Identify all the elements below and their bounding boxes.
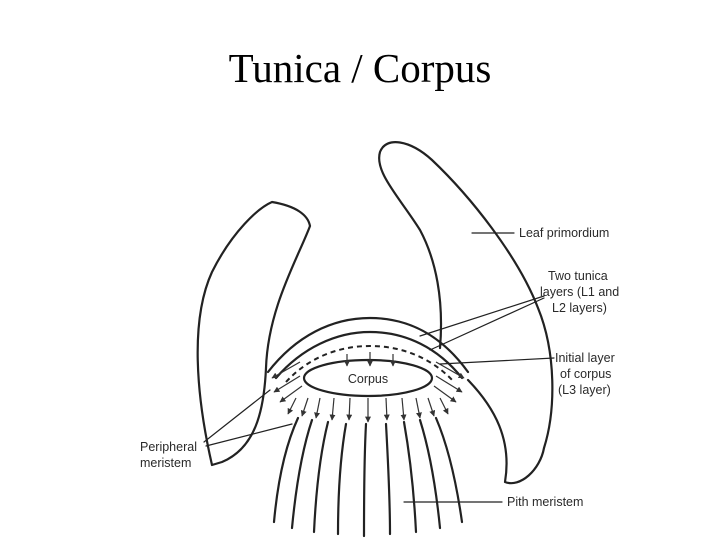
peripheral-arrow (271, 361, 301, 379)
down-arrow (287, 397, 297, 415)
initial-layer-l3 (285, 344, 455, 383)
tunica-layer-l2 (274, 330, 464, 380)
peripheral-arrow (279, 385, 303, 403)
peripheral-arrow (273, 375, 301, 393)
leader-peripheral-1 (203, 389, 271, 443)
peripheral-arrow (433, 385, 457, 403)
down-arrow (300, 397, 309, 417)
down-arrow (346, 397, 353, 421)
leader-peripheral-2 (205, 423, 293, 447)
leader-tunica-1 (419, 295, 545, 337)
corpus-label: Corpus (348, 372, 388, 386)
down-arrow (383, 397, 390, 421)
slide-title: Tunica / Corpus (228, 45, 492, 91)
right-leaf-primordium (378, 141, 554, 485)
corpus-oval (302, 358, 434, 398)
label-initial-line2: of corpus (560, 367, 611, 381)
label-initial-line1: Initial layer (555, 351, 615, 365)
down-arrow (314, 397, 321, 419)
label-tunica-line2: layers (L1 and (540, 285, 619, 299)
label-tunica-line3: L2 layers) (552, 301, 607, 315)
peripheral-arrow (435, 375, 463, 393)
label-peripheral-line2: meristem (140, 456, 191, 470)
label-initial-line3: (L3 layer) (558, 383, 611, 397)
label-pith-meristem: Pith meristem (507, 495, 583, 509)
down-arrow (329, 397, 336, 421)
label-peripheral-line1: Peripheral (140, 440, 197, 454)
down-arrow (427, 397, 436, 417)
peripheral-arrow (435, 361, 465, 379)
down-arrow (439, 397, 449, 415)
label-leaf-primordium: Leaf primordium (519, 226, 609, 240)
tunica-layer-l1 (266, 316, 470, 374)
down-arrow (400, 397, 407, 421)
pith-meristem-lines (272, 416, 464, 538)
left-leaf-primordium (196, 200, 312, 467)
leader-initial-layer (439, 357, 555, 365)
label-tunica-line1: Two tunica (548, 269, 608, 283)
down-arrow (415, 397, 422, 419)
leader-tunica-2 (429, 297, 545, 351)
